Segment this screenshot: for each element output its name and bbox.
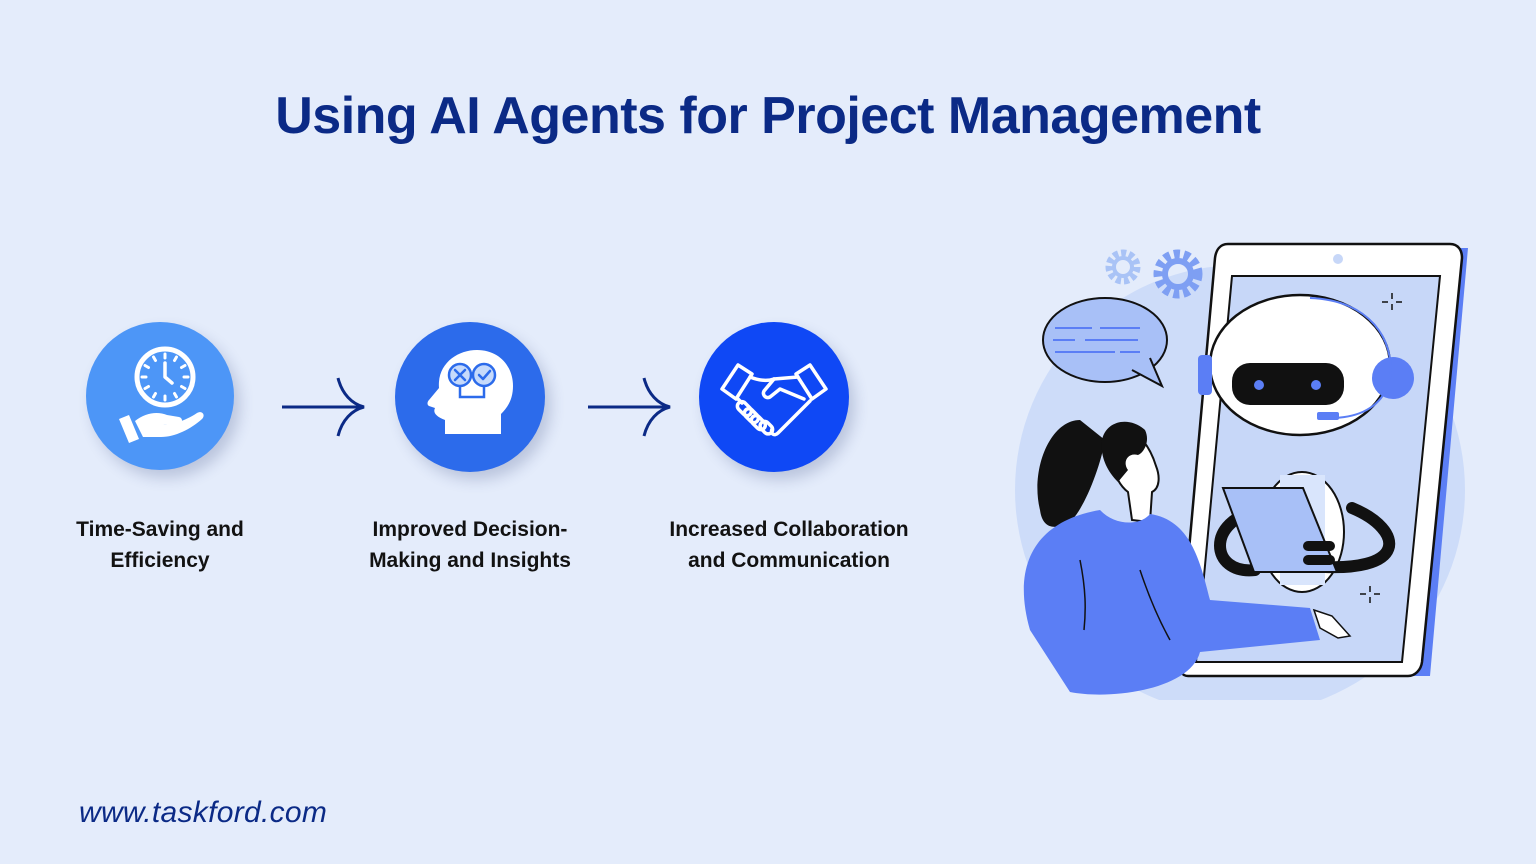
step-1-label-line2: Efficiency [110,549,210,572]
step-2-label: Improved Decision- Making and Insights [310,514,630,576]
sparkle-icon [1360,293,1402,603]
step-3-label-line1: Increased Collaboration [669,518,909,541]
woman-figure [1023,420,1352,695]
step-2-label-line1: Improved Decision- [372,518,568,541]
arrow-right-icon [282,377,365,437]
ai-assistant-illustration [1015,242,1468,700]
clock-in-hand-icon [119,346,204,443]
step-1-label: Time-Saving and Efficiency [0,514,320,576]
website-url[interactable]: www.taskford.com [79,796,328,829]
step-2-label-line2: Making and Insights [369,549,571,572]
step-1-label-line1: Time-Saving and [76,518,244,541]
head-with-decision-icon [427,350,513,434]
speech-bubble-icon [1042,297,1168,389]
step-1-icon-circle [86,322,234,470]
step-3-icon-circle [699,322,849,472]
step-2-icon-circle [395,322,545,472]
gears-icon [1105,249,1203,299]
robot-with-headset [1198,293,1414,593]
arrow-right-icon [588,377,671,437]
page-title: Using AI Agents for Project Management [275,87,1261,145]
step-3-label: Increased Collaboration and Communicatio… [629,514,949,576]
step-3-label-line2: and Communication [688,549,890,572]
handshake-icon [720,363,828,437]
